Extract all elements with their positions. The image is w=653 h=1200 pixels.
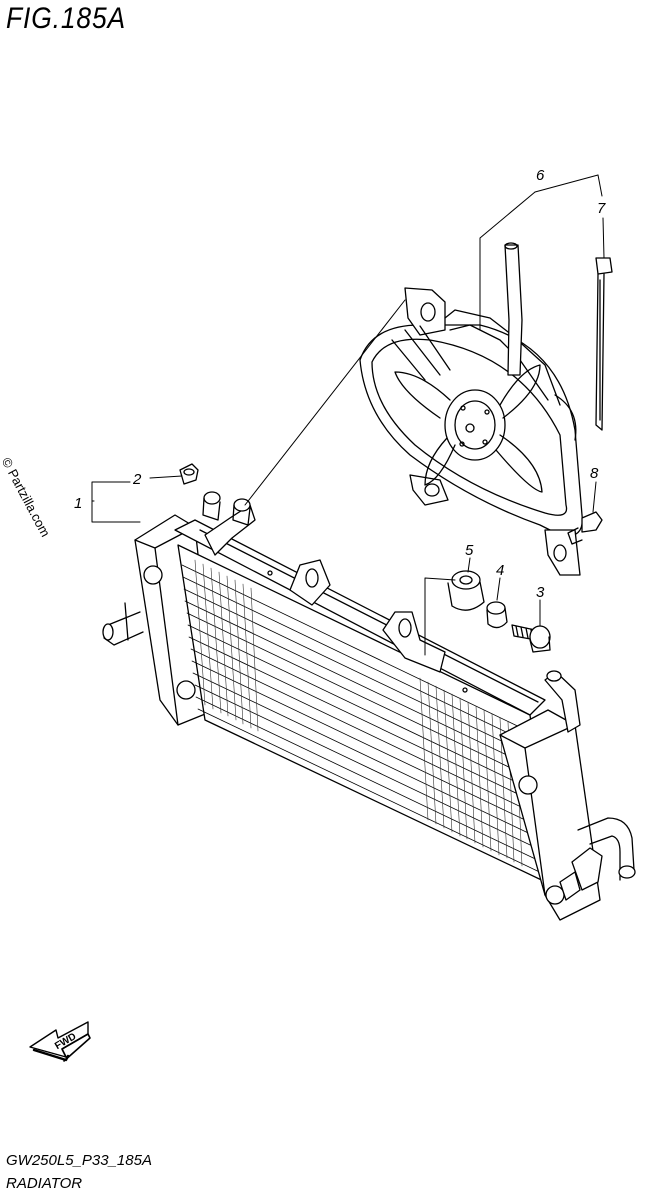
callout-2: 2	[132, 471, 142, 488]
cable-tie-part-7	[595, 257, 613, 431]
callout-6: 6	[536, 167, 545, 184]
callouts: 1 2 3 4 5 6 7 8	[74, 167, 606, 601]
callout-8: 8	[590, 465, 599, 482]
screw-part-8	[567, 511, 603, 545]
figure-title: FIG.185A	[6, 2, 127, 35]
grommet-part-5	[447, 570, 485, 611]
radiator	[102, 491, 636, 921]
fwd-arrow-icon: FWD	[29, 1021, 91, 1062]
cooling-fan	[359, 287, 583, 576]
callout-3: 3	[536, 584, 545, 601]
callout-1: 1	[74, 495, 82, 512]
diagram-code: GW250L5_P33_185A	[6, 1152, 152, 1169]
leader-lines	[91, 174, 605, 656]
callout-7: 7	[597, 200, 606, 217]
callout-4: 4	[496, 562, 504, 579]
cushion-part-2	[179, 463, 199, 485]
bolt-part-3	[511, 624, 551, 653]
diagram-name: RADIATOR	[6, 1175, 83, 1192]
hose-part-6	[504, 242, 523, 376]
collar-part-4	[486, 601, 508, 629]
callout-5: 5	[465, 542, 474, 559]
